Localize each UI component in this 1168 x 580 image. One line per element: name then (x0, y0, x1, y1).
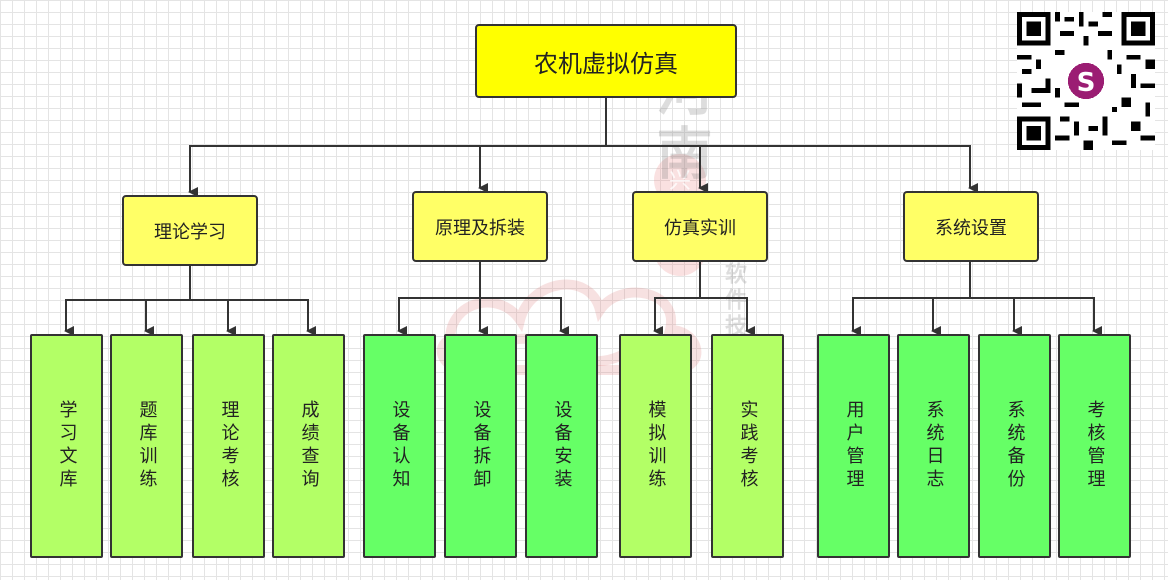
seal-char-1: 兴 (669, 169, 691, 194)
leaf-system-log: 系统日志 (897, 334, 970, 558)
edge-root-cat4 (606, 145, 978, 193)
svg-text:S: S (1077, 68, 1096, 98)
root-node: 农机虚拟仿真 (475, 24, 737, 98)
leaf-exam-management: 考核管理 (1058, 334, 1131, 558)
category-system-settings: 系统设置 (903, 191, 1039, 262)
leaf-score-query: 成绩查询 (272, 334, 345, 558)
category-principle-disassembly: 原理及拆装 (412, 191, 548, 262)
leaf-question-bank-training: 题库训练 (110, 334, 183, 558)
leaf-system-backup: 系统备份 (978, 334, 1051, 558)
leaf-equipment-disassembly: 设备拆卸 (444, 334, 517, 558)
leaf-equipment-recognition: 设备认知 (363, 334, 436, 558)
category-simulation-training: 仿真实训 (632, 191, 768, 262)
edge-root-cat3 (606, 145, 708, 193)
qr-code-icon[interactable]: S (1017, 12, 1155, 150)
edge-root-cat1 (188, 98, 607, 197)
edge-root-cat2 (478, 145, 606, 193)
category-theory-learning: 理论学习 (122, 195, 258, 266)
leaf-simulation-training: 模拟训练 (619, 334, 692, 558)
leaf-theory-exam: 理论考核 (192, 334, 265, 558)
leaf-study-library: 学习文库 (30, 334, 103, 558)
leaf-practice-exam: 实践考核 (711, 334, 784, 558)
leaf-user-management: 用户管理 (817, 334, 890, 558)
leaf-equipment-installation: 设备安装 (525, 334, 598, 558)
